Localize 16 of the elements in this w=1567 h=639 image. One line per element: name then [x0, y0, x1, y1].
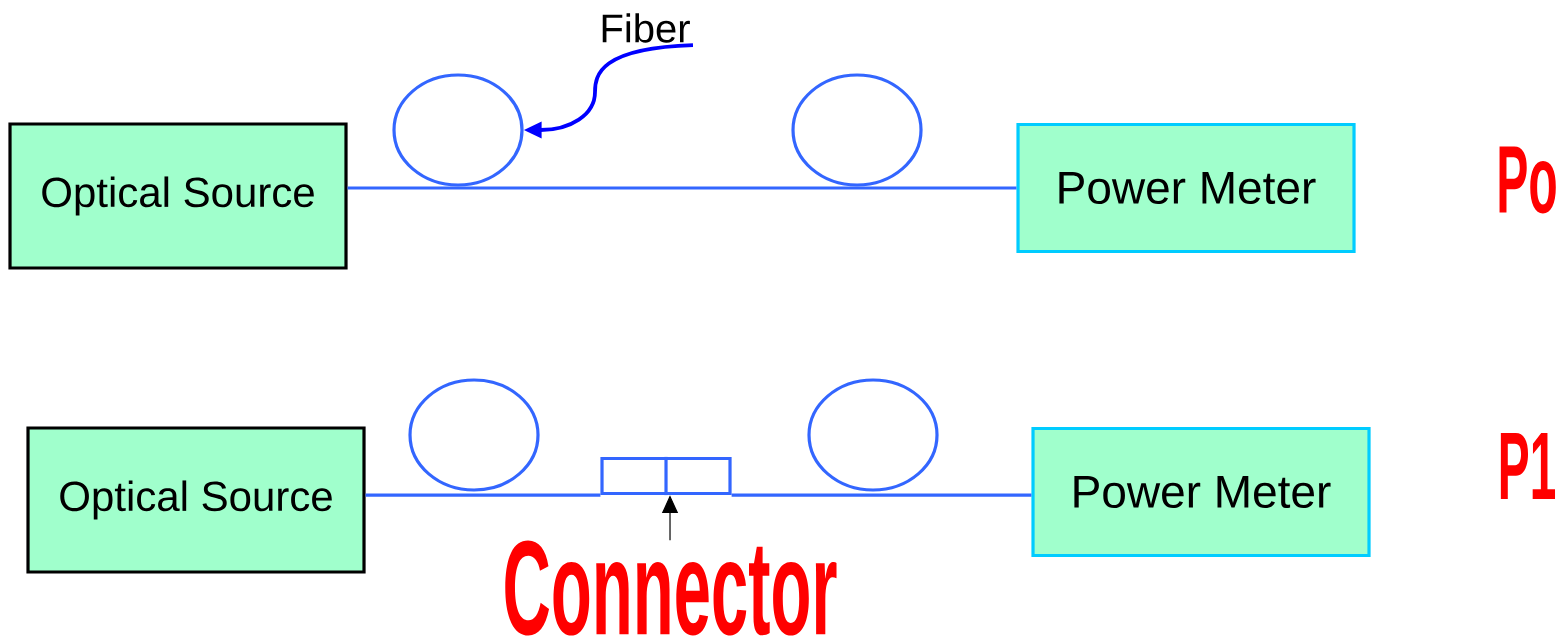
fiber-line — [365, 493, 601, 497]
fiber-label: Fiber — [602, 13, 690, 43]
source-box: Optical Source — [26, 426, 366, 574]
fiber-line — [731, 493, 1032, 497]
meter-box: Power Meter — [1016, 122, 1356, 254]
connector-symbol — [600, 456, 732, 496]
fiber-coil — [392, 73, 524, 187]
meter-box: Power Meter — [1031, 426, 1371, 558]
power-label: Po — [1499, 146, 1556, 214]
fiber-coil — [791, 73, 923, 187]
fiber-line — [347, 186, 1017, 190]
connector-label: Connector — [505, 540, 837, 636]
fiber-coil — [408, 378, 540, 492]
fiber-coil — [807, 378, 939, 492]
source-box: Optical Source — [8, 122, 348, 270]
power-label: P1 — [1500, 432, 1555, 500]
